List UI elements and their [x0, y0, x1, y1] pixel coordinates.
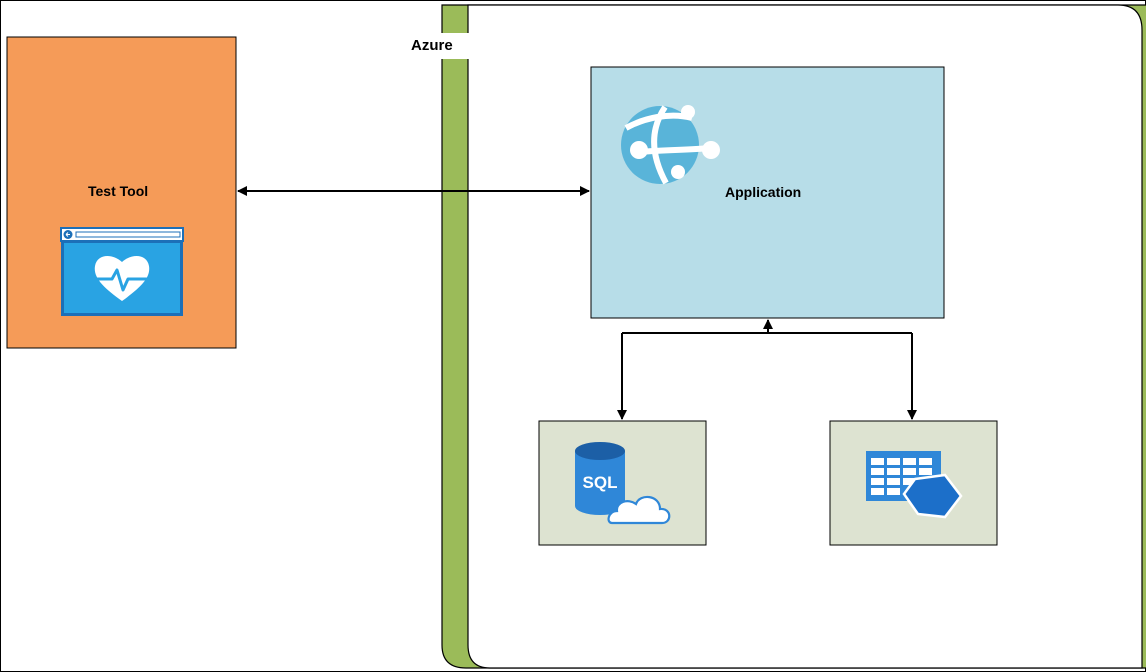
svg-text:SQL: SQL [583, 473, 618, 492]
table-storage-icon [866, 451, 963, 519]
application-label: Application [725, 184, 802, 200]
health-monitor-icon [60, 227, 184, 316]
web-app-globe-icon [621, 105, 720, 185]
test-tool-label: Test Tool [88, 183, 149, 199]
sql-database-icon: SQL [575, 442, 671, 525]
azure-label: Azure [411, 37, 453, 54]
